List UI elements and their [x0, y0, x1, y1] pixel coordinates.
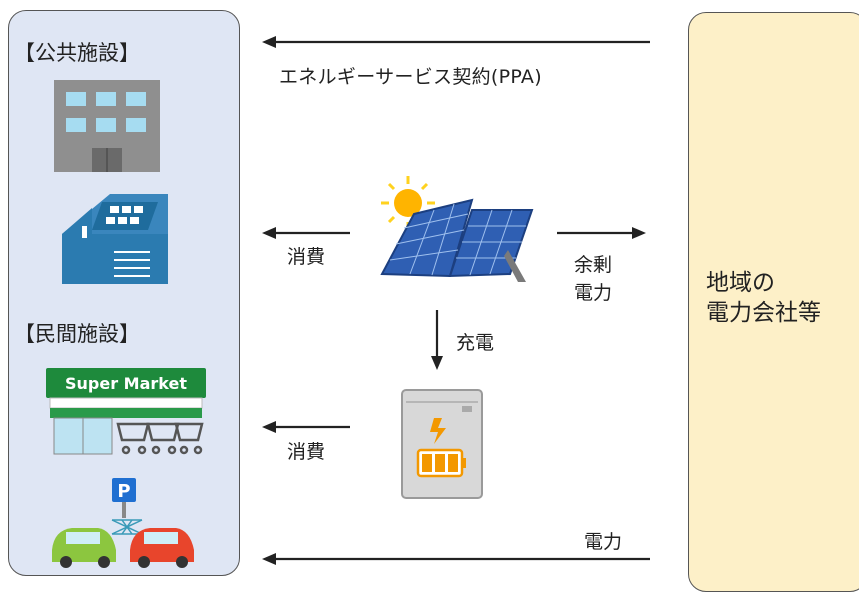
office-building-icon [54, 80, 160, 172]
power-company-label-line2: 電力会社等 [706, 300, 821, 326]
solar-house-icon [62, 194, 168, 284]
ppa-arrow [262, 36, 650, 48]
charge-label: 充電 [456, 332, 495, 354]
parking-sign-text: P [117, 481, 130, 502]
power-supply-label: 電力 [584, 531, 623, 553]
public-facilities-title: 【公共施設】 [14, 41, 140, 65]
charge-arrow [431, 310, 443, 370]
consumption-battery-arrow [262, 421, 350, 433]
power-supply-arrow [262, 553, 650, 565]
surplus-power-label-line1: 余剰 [574, 254, 613, 276]
consumption-battery-label: 消費 [287, 441, 326, 463]
supermarket-icon: Super Market [46, 368, 206, 455]
regional-power-company-panel [688, 12, 859, 592]
parking-lot-icon: P [52, 478, 194, 568]
supermarket-sign-text: Super Market [65, 374, 187, 393]
surplus-power-arrow [557, 227, 646, 239]
power-company-label-line1: 地域の [706, 270, 775, 296]
battery-storage-icon [401, 389, 483, 499]
solar-panel-icon [380, 176, 534, 282]
private-facilities-title: 【民間施設】 [14, 322, 140, 346]
consumption-solar-label: 消費 [287, 246, 326, 268]
surplus-power-label-line2: 電力 [574, 282, 613, 304]
ppa-contract-label: エネルギーサービス契約(PPA) [279, 66, 542, 88]
consumption-solar-arrow [262, 227, 350, 239]
